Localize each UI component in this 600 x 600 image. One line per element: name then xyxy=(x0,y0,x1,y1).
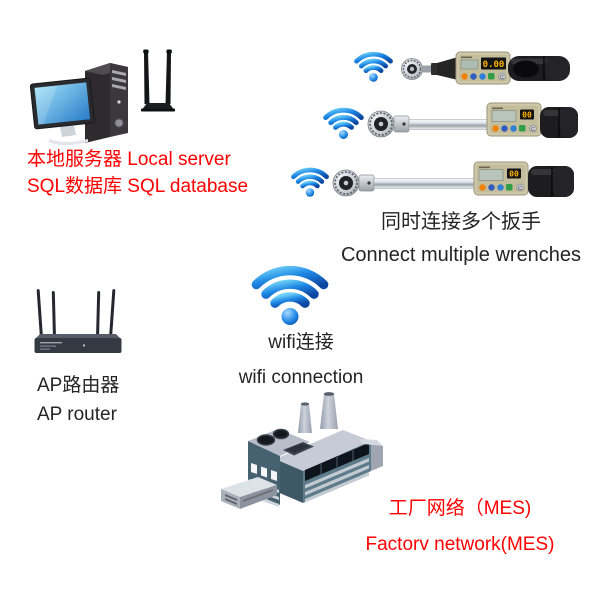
wifi-antenna-icon xyxy=(141,49,175,112)
desktop-computer-icon xyxy=(30,63,128,145)
wrench-caption: 同时连接多个扳手 Connect multiple wrenches xyxy=(330,209,592,269)
wrench-display-value: 0.00 xyxy=(483,60,505,70)
server-caption-line2: SQL数据库 SQL database xyxy=(27,176,249,197)
wrench-c-button-label: C xyxy=(531,127,535,133)
wifi-caption: wifi连接 wifi connection xyxy=(215,329,387,391)
wrench-head xyxy=(332,169,360,197)
torque-wrench-icon: 00 C xyxy=(332,161,574,197)
wrench-display-value: 00 xyxy=(509,170,519,179)
factory-dock xyxy=(221,477,277,509)
wrench-display: 00 C xyxy=(473,161,529,196)
factory-caption-en: Factorv network(MES) xyxy=(365,534,555,555)
wifi-caption-en: wifi connection xyxy=(238,367,364,388)
factory-chimneys xyxy=(298,392,338,433)
wifi-icon xyxy=(352,46,395,83)
wrench-display-value: 00 xyxy=(522,111,532,120)
server-caption-line1: 本地服务器 Local server xyxy=(27,149,231,170)
monitor xyxy=(30,77,95,145)
wrench-handle xyxy=(540,107,578,138)
router-caption-en: AP router xyxy=(37,404,117,425)
factory-caption: 工厂网络（MES) Factorv network(MES) xyxy=(350,495,570,558)
factory-main-hall xyxy=(275,430,383,503)
factory-caption-zh: 工厂网络（MES) xyxy=(388,498,532,519)
wrench-c-button-label: C xyxy=(500,75,504,81)
wrench-display: 00 C xyxy=(486,102,542,137)
wrench-head xyxy=(367,110,395,138)
ratchet-head xyxy=(401,58,423,80)
wifi-caption-zh: wifi连接 xyxy=(268,332,334,353)
torque-wrench-icon: 0.00 C xyxy=(401,51,570,85)
wrench-handle xyxy=(528,166,574,197)
router-icon xyxy=(34,289,122,353)
server-caption: 本地服务器 Local server SQL数据库 SQL database xyxy=(27,146,248,200)
wrench-caption-en: Connect multiple wrenches xyxy=(340,244,582,266)
router-caption: AP路由器 AP router xyxy=(37,371,119,429)
wrench-caption-zh: 同时连接多个扳手 xyxy=(381,211,541,233)
factory-icon xyxy=(221,392,383,509)
router-caption-zh: AP路由器 xyxy=(37,375,120,396)
wifi-icon xyxy=(289,161,331,199)
wifi-icon xyxy=(321,102,366,140)
router-body xyxy=(34,334,122,353)
wrench-handle xyxy=(508,56,570,81)
torque-wrench-icon: 00 C xyxy=(367,102,578,138)
router-antennas xyxy=(36,289,116,339)
wifi-icon xyxy=(246,257,334,325)
wrench-display: 0.00 C xyxy=(455,51,511,85)
wrench-c-button-label: C xyxy=(518,186,522,192)
